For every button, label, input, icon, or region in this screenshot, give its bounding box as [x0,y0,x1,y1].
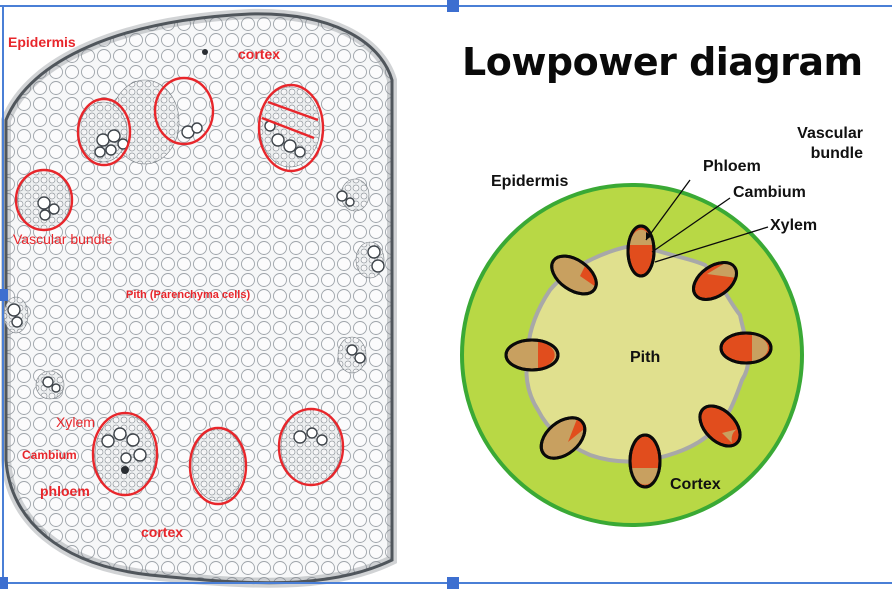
pith-diagram-label: Pith [630,349,661,366]
bundle-circle [257,83,325,173]
vascular-bundle [719,331,773,365]
cambium-diagram-label: Cambium [733,184,806,201]
cambium-pointer [651,197,731,253]
cortex-label-bottom: cortex [141,524,184,540]
vascular-bundle-line1: Vascular [797,125,863,142]
selection-border-top [0,5,892,7]
phloem-pointer [645,179,691,241]
bundle-circle [277,407,345,487]
vascular-bundle [550,254,598,296]
selection-border-bottom [0,582,892,584]
bundle-divider [267,100,319,122]
lowpower-diagram [460,179,804,527]
vascular-bundle [692,261,738,301]
vascular-bundle [504,338,560,372]
bundle-circle [188,426,248,506]
resize-handle-bottom[interactable] [447,577,459,589]
stem-micrograph [0,8,397,588]
xylem-label: Xylem [56,414,95,430]
bundle-circle [76,97,132,167]
epidermis-diagram-label: Epidermis [491,173,569,190]
resize-handle-bottom-left[interactable] [0,577,8,589]
vascular-bundle [628,433,662,489]
phloem-label: phloem [40,483,90,499]
pith-region [524,242,751,464]
vascular-bundle [698,404,742,448]
vascular-bundle-highlights [14,76,345,506]
bundle-circle [91,411,159,497]
vascular-bundle-line2: bundle [810,145,863,162]
bundle-circle [14,168,74,232]
cortex-diagram-label: Cortex [670,476,721,493]
bundle-divider [261,116,315,140]
label-pointers [645,179,769,263]
resize-handle-top[interactable] [447,0,459,12]
vascular-bundle-diagram-label: Vascular bundle [775,124,863,164]
phloem-diagram-label: Phloem [703,158,761,175]
vascular-bundle [539,416,587,460]
epidermis-label: Epidermis [8,34,76,50]
diagram-title: Lowpower diagram [462,40,863,84]
bundle-circle [153,76,215,146]
resize-handle-left[interactable] [0,289,8,301]
vascular-bundle-label: Vascular bundle [13,231,113,247]
xylem-pointer [654,226,769,263]
cambium-label: Cambium [22,448,77,462]
pith-label: Pith (Parenchyma cells) [126,289,251,301]
cortex-label-top: cortex [238,46,281,62]
xylem-diagram-label: Xylem [770,217,818,234]
